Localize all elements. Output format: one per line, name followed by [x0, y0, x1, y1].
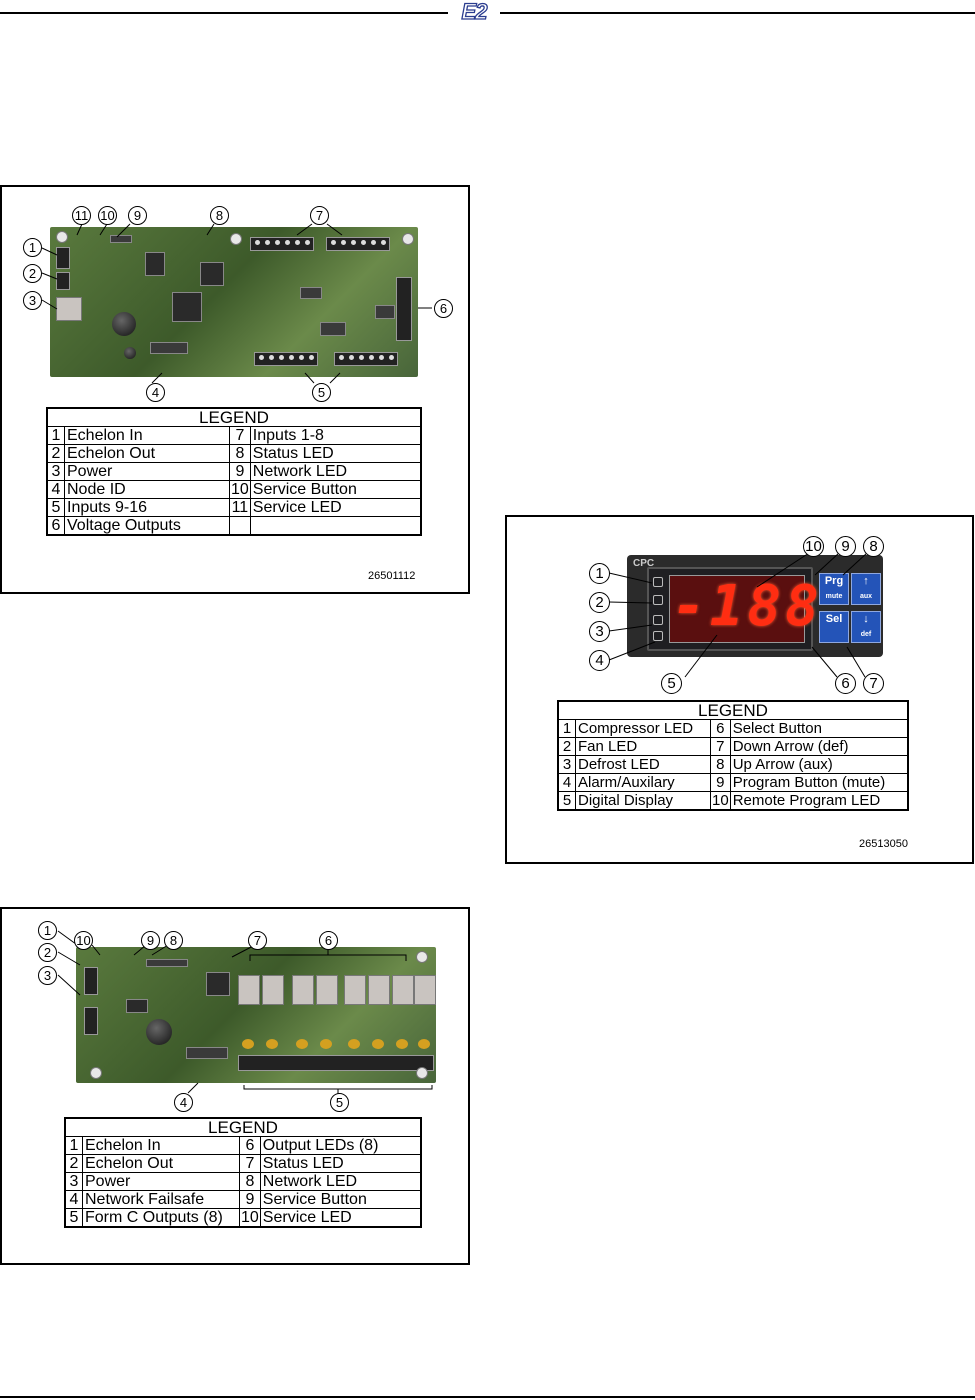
defrost-led-icon [653, 615, 663, 625]
up-arrow-icon: ↑ [863, 575, 869, 587]
board-photo [50, 227, 418, 377]
callout-2: 2 [38, 943, 57, 962]
callout-8: 8 [164, 931, 183, 950]
compressor-led-icon [653, 577, 663, 587]
legend-title: LEGEND [65, 1118, 421, 1137]
callout-7: 7 [310, 206, 329, 225]
callout-4: 4 [174, 1093, 193, 1112]
down-arrow-button[interactable]: ↓def [851, 611, 881, 643]
callout-11: 11 [72, 206, 91, 225]
callout-9: 9 [141, 931, 160, 950]
callout-3: 3 [38, 966, 57, 985]
callout-10: 10 [74, 931, 93, 950]
callout-8: 8 [863, 536, 884, 557]
callout-9: 9 [128, 206, 147, 225]
alarm-led-icon [653, 631, 663, 641]
callout-10: 10 [98, 206, 117, 225]
board-photo [76, 947, 436, 1083]
callout-4: 4 [589, 650, 610, 671]
callout-1: 1 [38, 921, 57, 940]
callout-5: 5 [312, 383, 331, 402]
fan-led-icon [653, 595, 663, 605]
callout-5: 5 [330, 1093, 349, 1112]
callout-4: 4 [146, 383, 165, 402]
callout-1: 1 [589, 563, 610, 584]
callout-7: 7 [248, 931, 267, 950]
callout-3: 3 [23, 291, 42, 310]
callout-3: 3 [589, 621, 610, 642]
down-arrow-icon: ↓ [863, 613, 869, 625]
callout-6: 6 [434, 299, 453, 318]
display-digits: -188 [672, 574, 823, 639]
part-number: 26501112 [368, 570, 415, 582]
callout-6: 6 [835, 673, 856, 694]
callout-1: 1 [23, 238, 42, 257]
callout-10: 10 [803, 536, 824, 557]
up-arrow-button[interactable]: ↑aux [851, 573, 881, 605]
callout-9: 9 [835, 536, 856, 557]
callout-7: 7 [863, 673, 884, 694]
callout-2: 2 [23, 264, 42, 283]
footer-rule [0, 1396, 975, 1398]
legend-title: LEGEND [47, 408, 421, 427]
callout-2: 2 [589, 592, 610, 613]
legend-title: LEGEND [558, 701, 908, 720]
callout-6: 6 [319, 931, 338, 950]
digital-display: -188 [669, 575, 805, 643]
callout-5: 5 [661, 673, 682, 694]
e2-logo: E2 [448, 0, 500, 24]
part-number: 26513050 [859, 838, 908, 850]
select-button[interactable]: Sel [819, 611, 849, 643]
callout-8: 8 [210, 206, 229, 225]
